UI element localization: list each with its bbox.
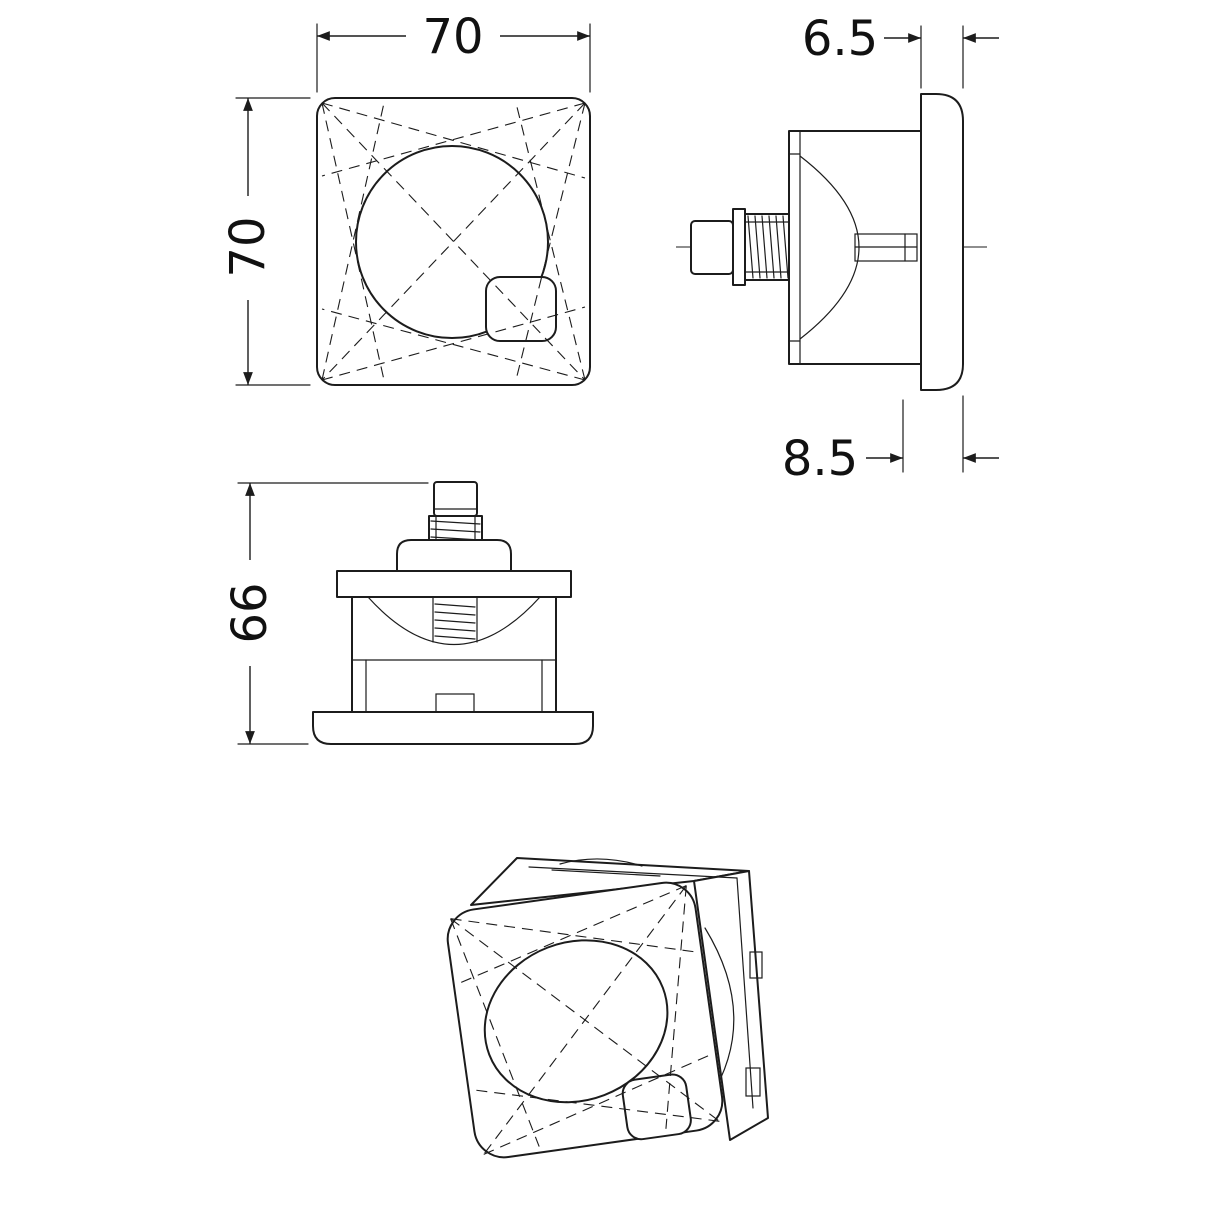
side-threaded-shaft <box>744 213 790 281</box>
side-height-dimension: 66 <box>222 482 429 745</box>
side-height-label: 66 <box>222 582 278 643</box>
iso-construction-lines <box>450 885 720 1155</box>
elev-button-dome <box>367 596 541 646</box>
plate-thickness-label: 6.5 <box>802 11 878 67</box>
front-width-label: 70 <box>422 9 483 65</box>
front-width-dimension: 70 <box>316 9 591 93</box>
side-actuator-rod <box>854 233 918 262</box>
iso-front-plate <box>446 881 724 1159</box>
front-large-button <box>355 145 549 339</box>
overall-depth-label: 8.5 <box>782 431 858 487</box>
elev-locknut <box>396 539 512 572</box>
side-wall-plate <box>920 93 964 391</box>
elev-push-rod <box>433 481 478 517</box>
front-height-dimension: 70 <box>220 97 311 386</box>
side-shaft-cap <box>690 220 734 275</box>
side-shaft-washer <box>732 208 746 286</box>
elev-flange-plate <box>336 570 572 598</box>
iso-housing-box <box>470 857 769 1141</box>
front-construction-lines <box>321 102 586 381</box>
front-height-label: 70 <box>220 216 276 277</box>
overall-depth-dimension: 8.5 <box>782 395 999 487</box>
elev-wall-plate <box>312 711 594 745</box>
iso-large-button <box>483 939 669 1104</box>
isometric-view <box>446 857 769 1159</box>
iso-small-button <box>621 1073 692 1141</box>
front-view: 70 70 <box>220 9 591 386</box>
elevation-view: 66 <box>222 481 594 745</box>
elev-body <box>351 596 557 713</box>
iso-snap-clip-lower <box>745 1067 761 1097</box>
iso-snap-clip-upper <box>749 951 763 979</box>
front-small-button <box>485 276 557 342</box>
plate-thickness-dimension: 6.5 <box>802 11 999 89</box>
side-view: 6.5 8.5 <box>676 11 999 487</box>
